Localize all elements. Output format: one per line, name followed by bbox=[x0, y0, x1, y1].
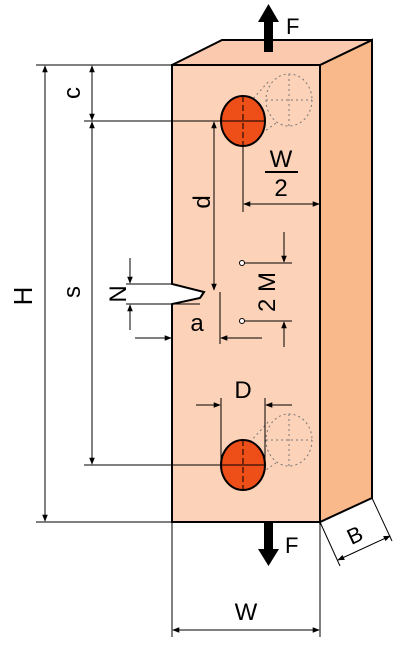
force-bottom-label: F bbox=[285, 533, 298, 558]
holes bbox=[220, 95, 266, 491]
force-top-label: F bbox=[286, 14, 299, 39]
specimen-side-face bbox=[319, 38, 373, 524]
half-width-denominator-label: 2 bbox=[274, 175, 287, 202]
gauge-point-upper bbox=[239, 260, 245, 266]
hole-spacing-label: s bbox=[59, 286, 86, 298]
crack-length-label: a bbox=[190, 310, 204, 337]
arrow-down-icon bbox=[258, 522, 279, 566]
dimension-lines bbox=[36, 64, 393, 637]
height-label: H bbox=[8, 287, 38, 306]
notch-height-label: N bbox=[105, 285, 132, 302]
thickness-label: B bbox=[343, 521, 367, 550]
crack-tip-line bbox=[199, 291, 205, 299]
gauge-point-lower bbox=[239, 318, 245, 324]
hole-diameter-label: D bbox=[234, 377, 251, 404]
arrow-up-icon bbox=[258, 4, 279, 52]
dimension-labels: H c s d N a W 2 2 M D W B bbox=[8, 87, 367, 626]
gauge-span-label: 2 M bbox=[254, 272, 281, 312]
crack-to-hole-label: d bbox=[189, 195, 216, 208]
width-label: W bbox=[235, 599, 258, 626]
half-width-numerator-label: W bbox=[270, 146, 293, 173]
specimen bbox=[171, 38, 373, 524]
hole-offset-label: c bbox=[59, 87, 86, 99]
